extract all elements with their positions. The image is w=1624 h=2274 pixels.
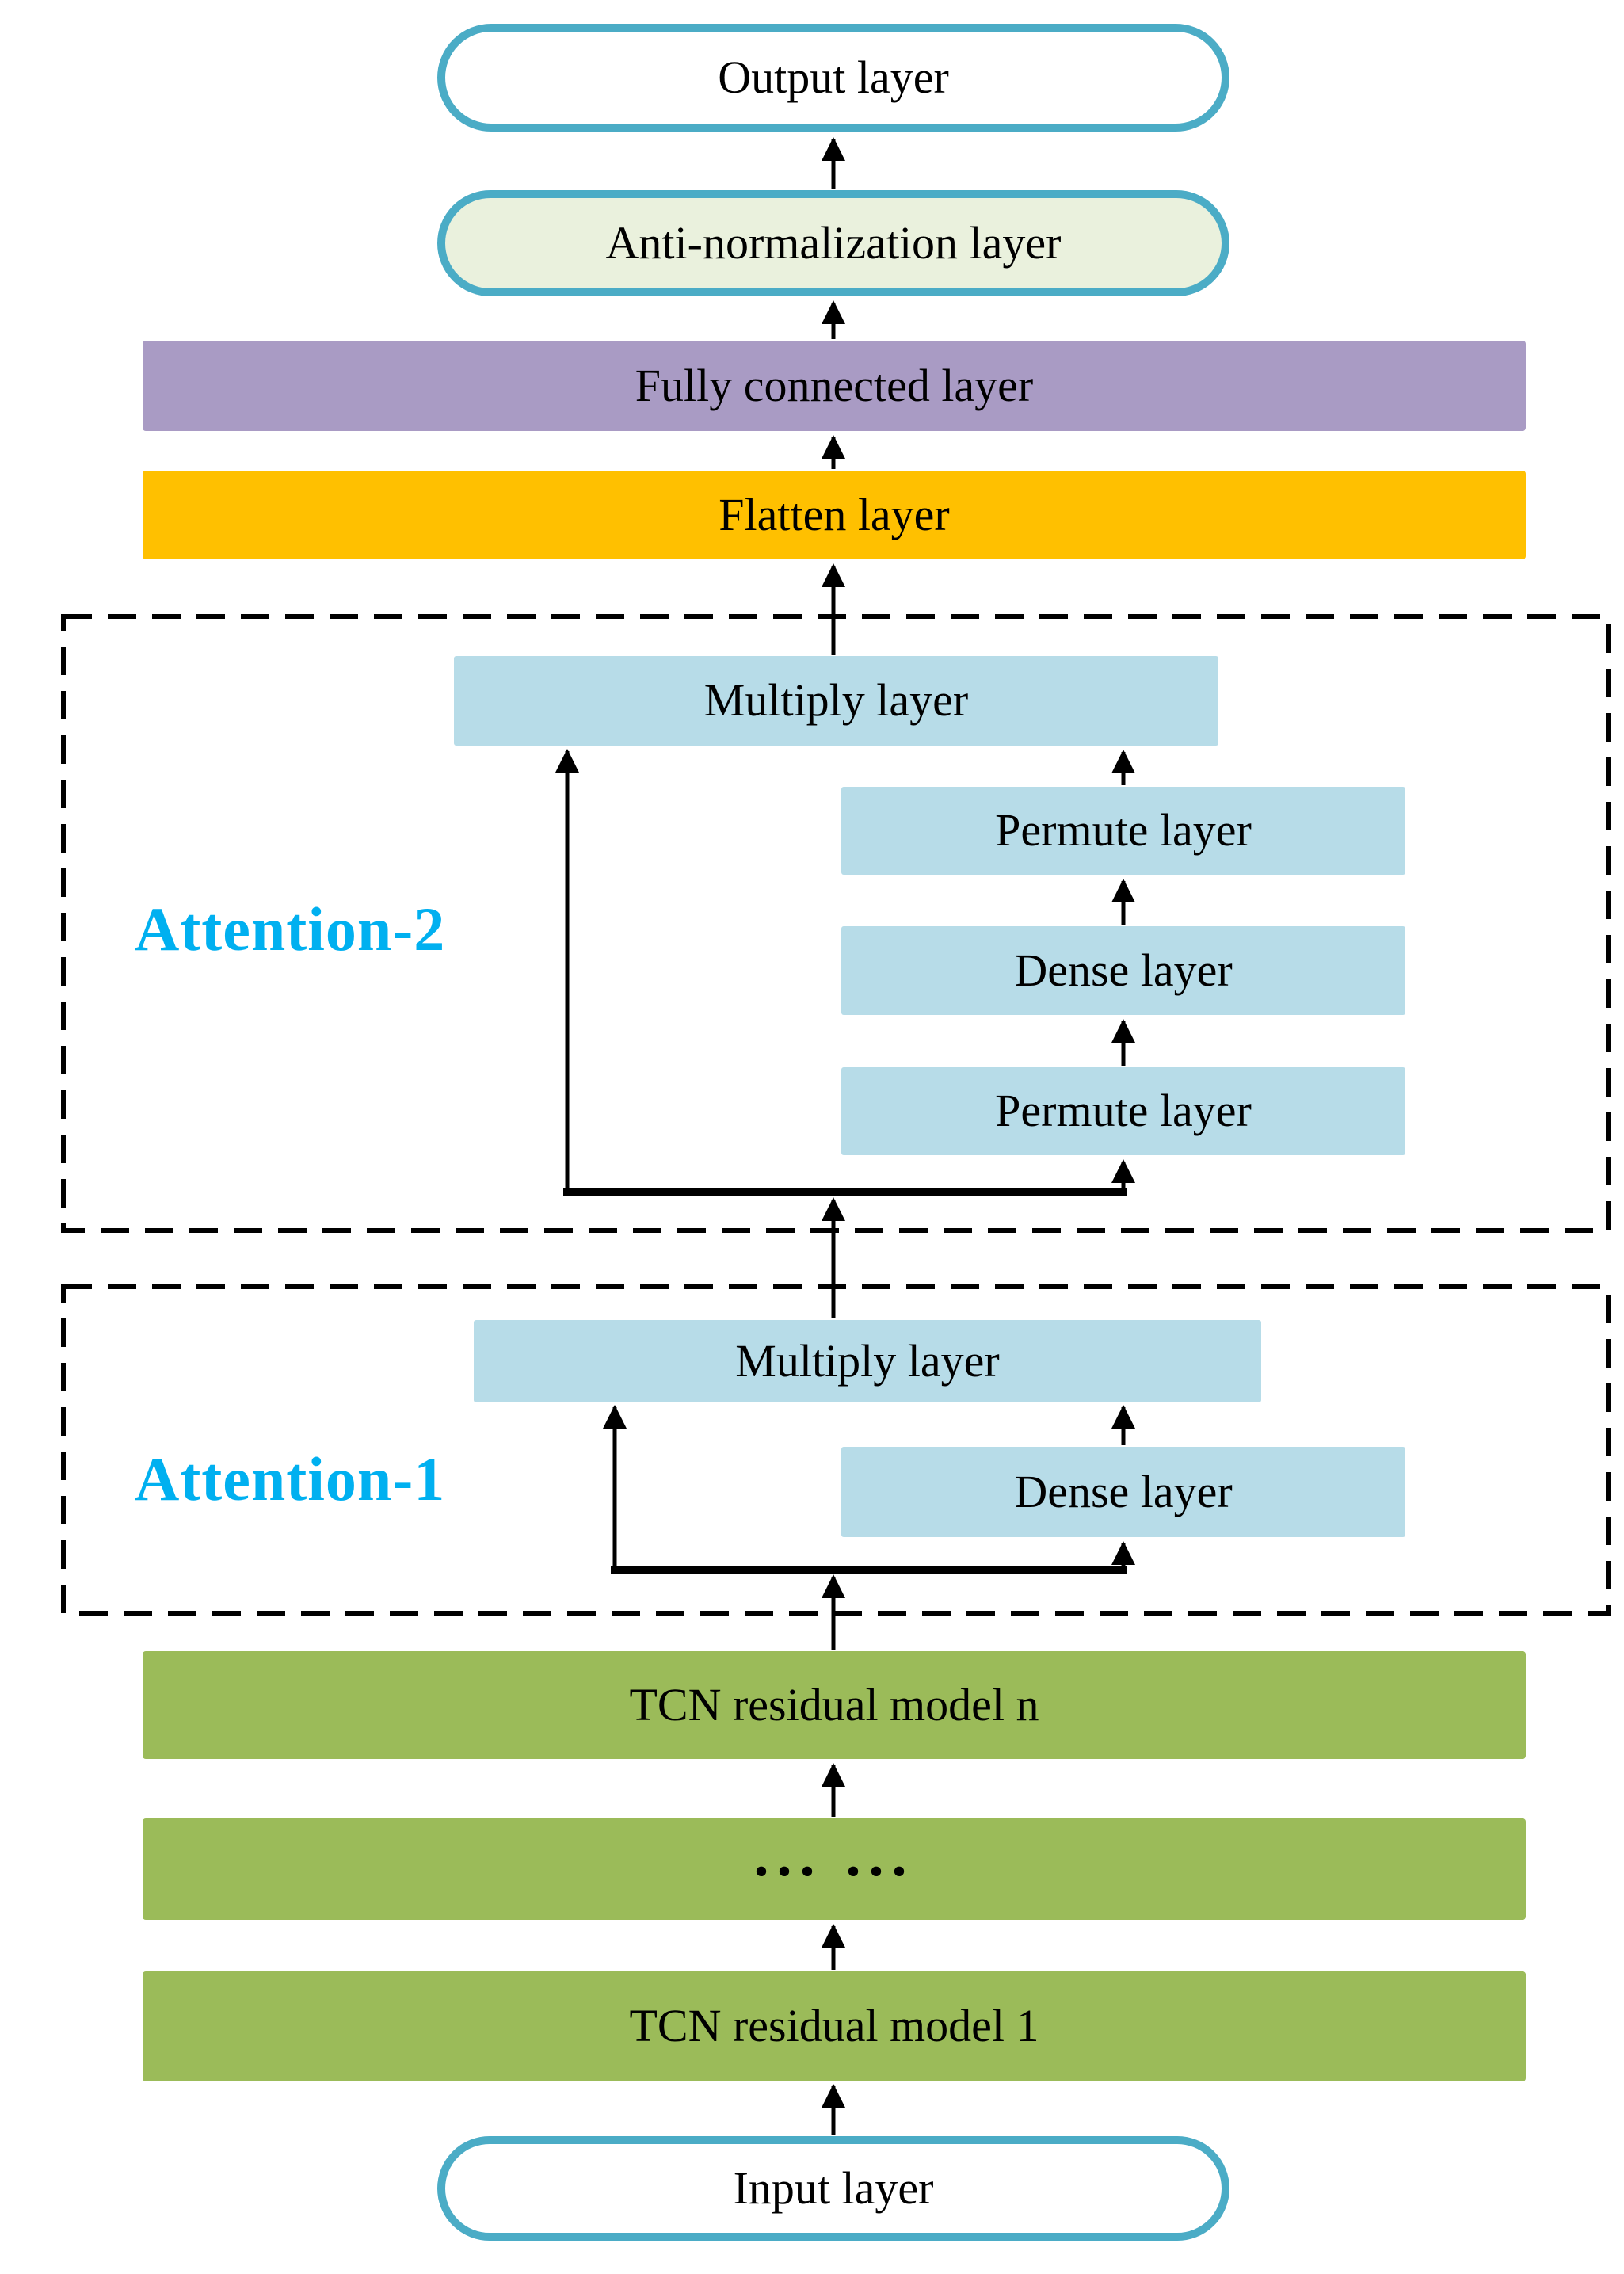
multiply-layer-attention-2-label: Multiply layer	[703, 674, 969, 727]
multiply-layer-attention-1-label: Multiply layer	[735, 1334, 1000, 1387]
tcn-residual-model-1-label: TCN residual model 1	[629, 2000, 1039, 2052]
node-dense-layer-attention-1: Dense layer	[841, 1447, 1405, 1537]
node-permute-layer-bottom: Permute layer	[841, 1067, 1405, 1155]
permute-layer-bottom-label: Permute layer	[995, 1085, 1252, 1137]
tcn-ellipsis-label: ... ...	[753, 1822, 915, 1890]
permute-layer-top-label: Permute layer	[995, 804, 1252, 857]
output-layer-label: Output layer	[718, 51, 949, 103]
node-tcn-residual-model-n: TCN residual model n	[143, 1651, 1526, 1759]
dense-layer-attention-1-label: Dense layer	[1014, 1465, 1233, 1517]
node-output-layer: Output layer	[437, 24, 1229, 132]
anti-normalization-layer-label: Anti-normalization layer	[605, 216, 1062, 269]
node-tcn-ellipsis: ... ...	[143, 1818, 1526, 1920]
dense-layer-attention-2-label: Dense layer	[1014, 944, 1233, 996]
node-permute-layer-top: Permute layer	[841, 787, 1405, 875]
node-fully-connected-layer: Fully connected layer	[143, 341, 1526, 431]
node-input-layer: Input layer	[437, 2136, 1229, 2241]
attention-2-title: Attention-2	[135, 895, 446, 963]
flatten-layer-label: Flatten layer	[719, 488, 950, 540]
attention-1-title: Attention-1	[135, 1444, 446, 1513]
node-dense-layer-attention-2: Dense layer	[841, 926, 1405, 1015]
node-multiply-layer-attention-1: Multiply layer	[474, 1320, 1261, 1402]
node-flatten-layer: Flatten layer	[143, 471, 1526, 559]
tcn-residual-model-n-label: TCN residual model n	[629, 1678, 1039, 1730]
node-multiply-layer-attention-2: Multiply layer	[454, 656, 1218, 746]
node-anti-normalization-layer: Anti-normalization layer	[437, 190, 1229, 296]
node-tcn-residual-model-1: TCN residual model 1	[143, 1971, 1526, 2081]
input-layer-label: Input layer	[733, 2161, 934, 2214]
fully-connected-layer-label: Fully connected layer	[635, 359, 1034, 411]
